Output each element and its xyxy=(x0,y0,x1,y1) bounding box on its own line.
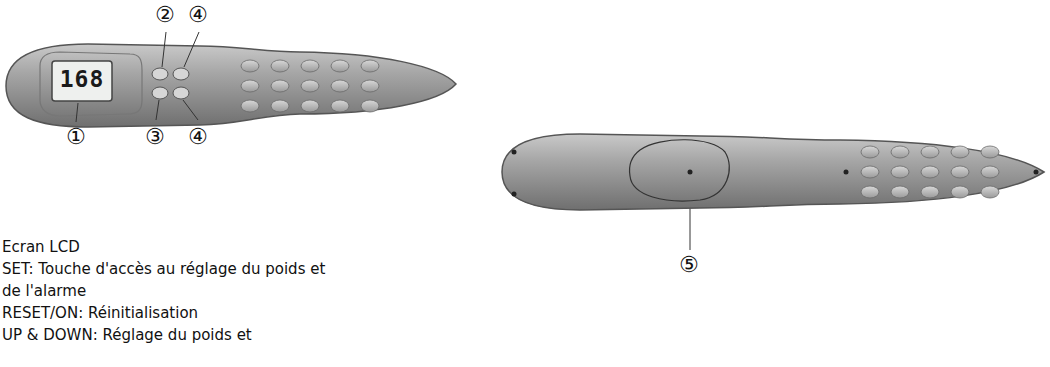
part-description: Ecran LCD xyxy=(2,236,332,258)
grip-dimple xyxy=(361,80,379,92)
grip-dimple xyxy=(981,186,999,198)
buttons xyxy=(152,68,189,99)
grip-dimple xyxy=(891,146,909,158)
grip-dimple xyxy=(271,60,289,72)
grip-dimple xyxy=(241,80,259,92)
part-description: UP & DOWN: Réglage du poids et xyxy=(2,324,332,346)
grip-dimple xyxy=(331,80,349,92)
part-description: RESET/ON: Réinitialisation xyxy=(2,302,332,324)
grip-dimple xyxy=(951,186,969,198)
grip-dimple xyxy=(301,100,319,112)
grip-dimple xyxy=(271,80,289,92)
grip-dimple xyxy=(921,166,939,178)
callout-number: ③ xyxy=(145,124,165,150)
grip-dimple xyxy=(301,80,319,92)
grip-dimple xyxy=(891,186,909,198)
grip-dimple xyxy=(861,146,879,158)
grip-dimple xyxy=(361,60,379,72)
grip-dimple xyxy=(981,146,999,158)
grip-dimple xyxy=(861,166,879,178)
grip-dimple xyxy=(861,186,879,198)
lcd-reading: 168 xyxy=(54,66,110,94)
grip-dimple xyxy=(891,166,909,178)
part-description: SET: Touche d'accès au réglage du poids … xyxy=(2,258,332,302)
grip-dimple xyxy=(241,100,259,112)
grip-dimple xyxy=(951,166,969,178)
grip-dimple xyxy=(951,146,969,158)
grip-dimple xyxy=(301,60,319,72)
grip-dimple xyxy=(361,100,379,112)
device-body xyxy=(6,44,456,127)
battery-cover xyxy=(629,140,729,201)
callout-number: ④ xyxy=(188,124,208,150)
grip-dimple xyxy=(271,100,289,112)
grip-dimples xyxy=(861,146,999,198)
grip-dimple xyxy=(331,60,349,72)
callout-number: ① xyxy=(66,124,86,150)
callout-number: ⑤ xyxy=(679,252,699,278)
display-bezel xyxy=(40,52,142,116)
grip-dimple xyxy=(241,60,259,72)
grip-dimple xyxy=(981,166,999,178)
grip-dimple xyxy=(331,100,349,112)
device-body-back xyxy=(502,134,1044,210)
callout-number: ④ xyxy=(188,2,208,28)
grip-dimple xyxy=(921,146,939,158)
grip-dimple xyxy=(921,186,939,198)
callout-number: ② xyxy=(155,2,175,28)
grip-dimples xyxy=(241,60,379,112)
lcd-screen xyxy=(52,61,112,101)
